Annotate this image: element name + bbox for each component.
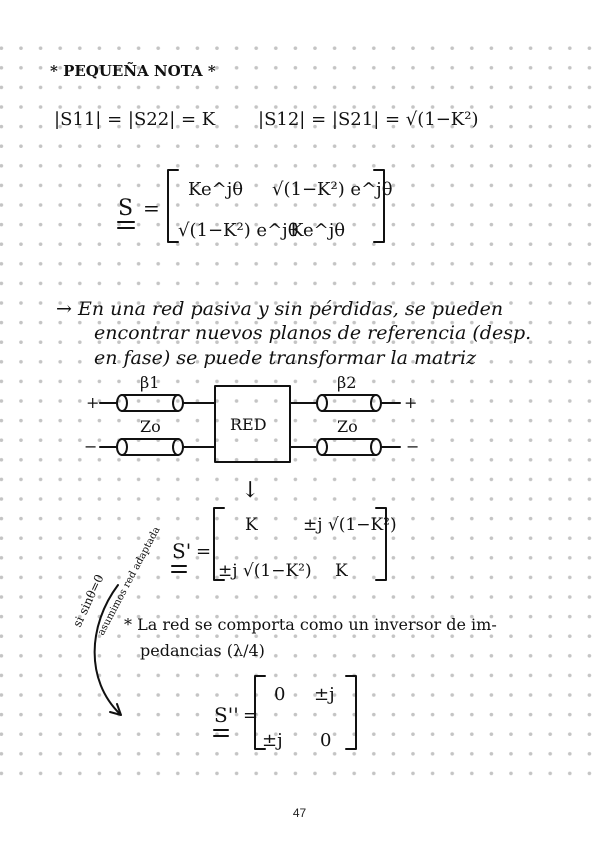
beta1-label: β1: [140, 373, 159, 392]
page-number: 47: [292, 806, 307, 820]
matrix-s-double-prime-cell-11: 0: [274, 684, 285, 705]
matrix-s-cell-22: Ke^jθ: [290, 220, 345, 241]
matrix-s-double-prime-cell-22: 0: [320, 730, 331, 751]
matrix-s-cell-12: √(1−K²) e^jθ: [272, 179, 393, 200]
matrix-s-prime-cell-11: K: [245, 515, 258, 535]
red-label: RED: [230, 415, 267, 434]
matrix-s-double-prime: S'' = 0 ±j ±j 0: [213, 675, 357, 751]
zo-left-label: Zo: [140, 417, 161, 436]
equation-s11-s22: |S11| = |S22| = K: [54, 109, 216, 130]
bracket-right: [373, 169, 385, 243]
bracket-left: [167, 169, 179, 243]
matrix-s: S = Ke^jθ √(1−K²) e^jθ √(1−K²) e^jθ Ke^j…: [117, 169, 393, 243]
red-block: [214, 385, 291, 463]
matrix-s-cell-11: Ke^jθ: [188, 179, 243, 200]
zo-right-label: Zo: [337, 417, 358, 436]
svg-text:=: =: [143, 196, 160, 220]
bullet-line-1: * La red se comporta como un inversor de…: [124, 615, 497, 634]
network-diagram: + β1 − Zo RED: [84, 373, 419, 463]
paragraph-line-1: → En una red pasiva y sin pérdidas, se p…: [56, 298, 503, 320]
plus-right: +: [404, 393, 417, 412]
curved-arrow-head: [109, 703, 122, 716]
down-arrow: ↓: [241, 478, 259, 503]
matrix-s-prime-cell-22: K: [335, 561, 348, 581]
matrix-s-prime: S' = K ±j √(1−K²) ±j √(1−K²) K: [171, 507, 397, 581]
bracket-left-3: [254, 675, 266, 750]
bracket-right-3: [345, 675, 357, 750]
matrix-s-prime-cell-21: ±j √(1−K²): [218, 561, 312, 581]
curved-arrow: [93, 584, 121, 715]
line-zo-right: [316, 438, 382, 456]
note-heading: * PEQUEÑA NOTA *: [50, 61, 216, 80]
svg-text:=: =: [196, 541, 211, 562]
matrix-s-prime-cell-12: ±j √(1−K²): [303, 515, 397, 535]
dot-grid: [0, 40, 599, 780]
matrix-s-prime-name: S': [172, 539, 191, 563]
paragraph-line-3: en fase) se puede transformar la matriz: [94, 347, 477, 369]
paragraph-line-2: encontrar nuevos planos de referencia (d…: [94, 322, 531, 344]
minus-left: −: [84, 437, 97, 456]
matrix-s-double-prime-name: S'': [214, 703, 239, 727]
bracket-left-2: [213, 507, 225, 581]
equation-s12-s21: |S12| = |S21| = √(1−K²): [258, 109, 479, 130]
plus-left: +: [86, 393, 99, 412]
bullet-line-2: pedancias (λ/4): [140, 641, 265, 660]
minus-right: −: [406, 437, 419, 456]
matrix-s-double-prime-cell-12: ±j: [314, 684, 335, 705]
bracket-right-2: [375, 507, 387, 581]
matrix-s-double-prime-cell-21: ±j: [262, 730, 283, 751]
matrix-s-name: S: [118, 196, 133, 221]
matrix-s-cell-21: √(1−K²) e^jθ: [178, 220, 299, 241]
beta2-label: β2: [337, 373, 356, 392]
